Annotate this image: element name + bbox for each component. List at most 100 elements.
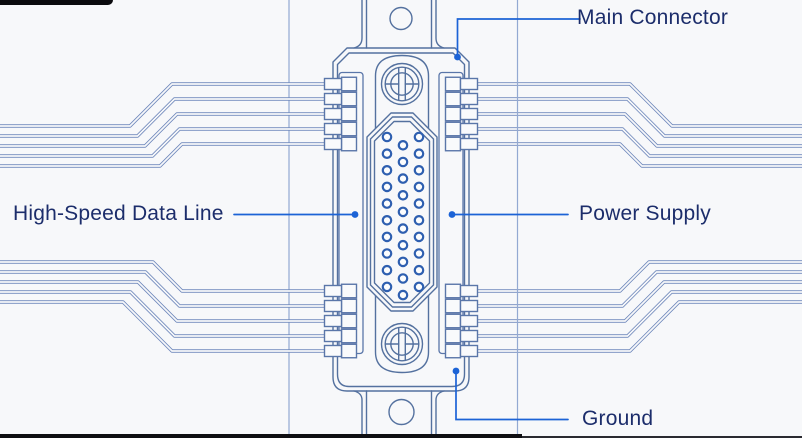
contact-inner-left [340, 298, 358, 314]
contact-inner-left [340, 343, 358, 359]
main-connector-leader [456, 18, 581, 58]
pin [381, 281, 393, 293]
wire-core [477, 98, 802, 137]
video-overlay-corner [0, 0, 113, 5]
pin [413, 248, 425, 259]
bottom-screw-slot [398, 327, 406, 361]
contact-outer-left [323, 284, 343, 298]
pin [397, 256, 409, 268]
top-tab-hole [389, 6, 413, 31]
pin [381, 148, 393, 159]
ground-dot [452, 367, 460, 375]
pin [397, 273, 409, 284]
contact-inner-right [444, 343, 462, 359]
wire-harness [0, 82, 802, 353]
bottom-mounting-tab [353, 390, 445, 438]
contact-outer-left [323, 92, 343, 106]
ground-leader [455, 370, 569, 421]
contact-inner-right [444, 313, 462, 329]
top-screw-housing [374, 54, 430, 129]
pin-grid [381, 131, 425, 301]
bottom-tab-outer-left [353, 390, 363, 438]
pin [413, 148, 425, 159]
side-contacts [323, 76, 479, 359]
label-main-connector: Main Connector [577, 6, 729, 29]
contact-outer-left [323, 137, 343, 151]
pin [413, 264, 425, 276]
wire-core [0, 261, 325, 292]
pin [381, 231, 393, 243]
wire-core [477, 261, 802, 292]
pin [413, 131, 425, 143]
pin [381, 181, 393, 193]
contact-inner-left [340, 136, 358, 152]
wire [477, 82, 802, 128]
bottom-tab-hole [388, 398, 415, 426]
pin [397, 190, 409, 201]
pin [381, 165, 393, 176]
wire-core [0, 301, 325, 352]
body-flange-inner [336, 52, 466, 388]
contact-outer-right [459, 344, 479, 358]
pin [397, 173, 409, 184]
contact-outer-right [459, 329, 479, 343]
bottom-screw [380, 322, 424, 366]
contact-inner-right [444, 76, 462, 92]
contact-inner-right [444, 328, 462, 344]
pin [413, 215, 425, 226]
pin [381, 248, 393, 259]
contact-outer-right [459, 92, 479, 106]
contact-outer-right [459, 137, 479, 151]
body-flange-outer [332, 47, 470, 392]
high-speed-data-line-dot [351, 211, 359, 218]
wire-core [0, 143, 325, 167]
contact-inner-left [340, 283, 358, 299]
contact-outer-left [323, 77, 343, 91]
pin [397, 289, 409, 301]
pin [413, 198, 425, 209]
pin [397, 223, 409, 234]
pin-shroud [366, 112, 438, 312]
pin [413, 281, 425, 293]
main-connector-dot [454, 53, 461, 61]
connector-body [332, 0, 470, 438]
contact-inner-left [340, 76, 358, 92]
contact-outer-right [459, 299, 479, 313]
wire-core [0, 271, 325, 307]
bottom-tab-outer-right [435, 390, 445, 438]
wire [477, 300, 802, 353]
pin [413, 181, 425, 193]
wire [477, 290, 802, 338]
contact-outer-left [323, 329, 343, 343]
contact-inner-left [340, 91, 358, 107]
label-ground: Ground [582, 407, 654, 430]
wire [0, 82, 325, 128]
wire-core [0, 281, 325, 322]
pin [397, 156, 409, 168]
pin [381, 215, 393, 226]
pin [381, 264, 393, 276]
top-screw-slot [398, 67, 406, 101]
wire-core [477, 301, 802, 352]
contact-outer-right [459, 77, 479, 91]
pin [413, 231, 425, 243]
wire-core [0, 113, 325, 147]
contact-inner-left [340, 121, 358, 137]
wire-core [0, 83, 325, 127]
wire [0, 290, 325, 338]
contact-outer-left [323, 122, 343, 136]
wire-core [0, 128, 325, 157]
pin [397, 206, 409, 218]
wire-core [477, 143, 802, 167]
contact-outer-right [459, 314, 479, 328]
contact-inner-right [444, 298, 462, 314]
wire-core [477, 83, 802, 127]
contact-outer-right [459, 122, 479, 136]
contact-outer-left [323, 299, 343, 313]
contact-outer-right [459, 284, 479, 298]
wire-core [477, 291, 802, 337]
contact-outer-left [323, 344, 343, 358]
power-supply-dot [448, 211, 456, 218]
top-screw [380, 62, 424, 106]
